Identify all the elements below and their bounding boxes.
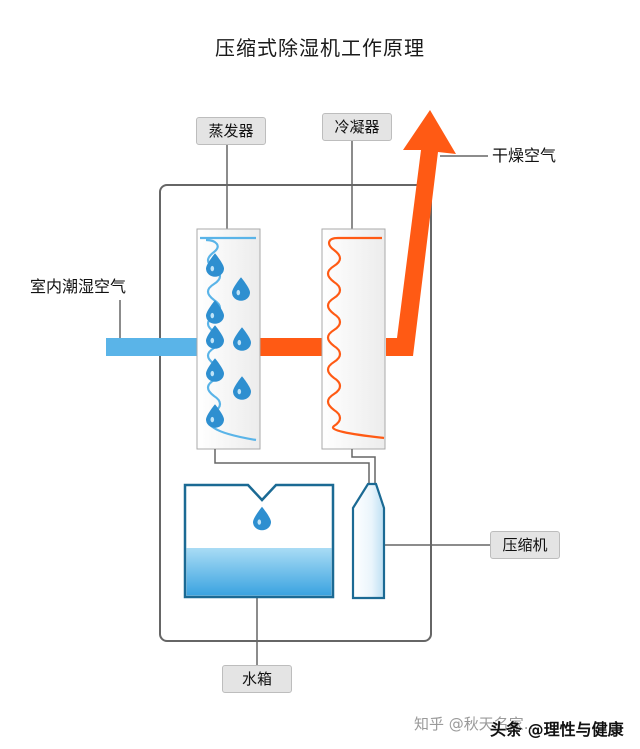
evaporator-label: 蒸发器 bbox=[196, 117, 266, 145]
condenser-label: 冷凝器 bbox=[322, 113, 392, 141]
compressor-body bbox=[351, 482, 386, 600]
housing-frame bbox=[159, 184, 432, 642]
water-tank-label: 水箱 bbox=[222, 665, 292, 693]
discharge-pipe bbox=[351, 449, 376, 484]
humid-air-label: 室内潮湿空气 bbox=[30, 277, 127, 296]
condenser-panel bbox=[321, 228, 386, 450]
compressor-label: 压缩机 bbox=[490, 531, 560, 559]
warm-air-flow bbox=[260, 338, 322, 356]
water-level bbox=[186, 548, 332, 596]
toutiao-watermark: 头条 @理性与健康 bbox=[490, 720, 624, 739]
diagram-title: 压缩式除湿机工作原理 bbox=[215, 36, 425, 60]
dry-air-arrow bbox=[386, 110, 456, 356]
suction-pipe bbox=[214, 449, 370, 484]
humid-air-flow bbox=[106, 338, 198, 356]
condenser-coil bbox=[326, 236, 385, 440]
dry-air-label: 干燥空气 bbox=[492, 146, 557, 165]
zhihu-watermark: 知乎 @秋天名家... bbox=[414, 715, 539, 733]
